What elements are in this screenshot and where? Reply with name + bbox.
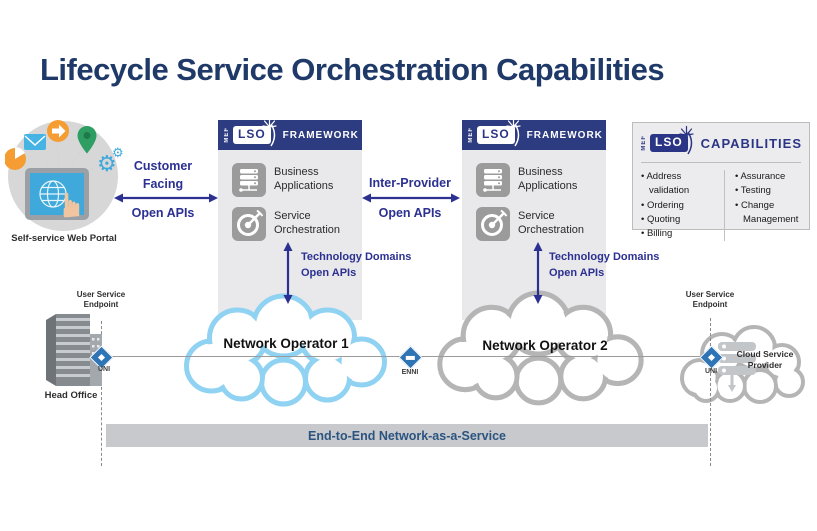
starburst-icon [679,126,694,137]
enni-diamond-bar [406,355,415,360]
lso-logo-text: LSO [655,135,683,150]
endpoint-dashed-line-right [710,318,711,466]
uni-diamond-hole [97,353,106,362]
business-applications-item: Business Applications [462,158,606,202]
service-orchestration-label: Service Orchestration [274,210,341,236]
head-office-label: Head Office [44,390,98,401]
server-stack-icon [232,163,266,197]
user-service-endpoint-left: User Service Endpoint [76,290,126,309]
tech-domains-label: Technology Domains [549,251,660,263]
capabilities-title: CAPABILITIES [700,135,802,151]
gear-icon: ⚙ ⚙ [97,145,124,176]
inter-provider-apis-label: Open APIs [378,206,442,220]
mef-logo-text: MEF [468,127,474,143]
capabilities-header: MEF LSO CAPABILITIES [633,123,809,160]
tablet-globe-icon [25,168,89,220]
starburst-icon [506,118,521,129]
open-apis-label: Open APIs [549,266,605,279]
target-icon [476,207,510,241]
tech-domains-label: Technology Domains [301,251,412,263]
enni-label: ENNI [401,369,419,376]
mef-logo-text: MEF [641,135,647,151]
capability-item: Ordering [641,199,714,213]
logo-swoosh [514,123,519,147]
service-orchestration-label: Service Orchestration [518,210,585,236]
mef-logo-text: MEF [224,127,230,143]
lso-logo: LSO [477,118,521,144]
service-orchestration-item: Service Orchestration [218,202,362,246]
network-operator-2-cloud [437,290,644,406]
cloud-service-provider-cloud [680,325,805,404]
end-to-end-naas-bar: End-to-End Network-as-a-Service [106,424,708,447]
capabilities-list-left: Address validation Ordering Quoting Bill… [641,170,714,241]
uni-diamond-hole [707,353,716,362]
capability-item: Assurance [735,170,803,184]
page-title: Lifecycle Service Orchestration Capabili… [40,52,665,87]
provider-server-stack-icon [718,342,756,392]
lso-capabilities-box: MEF LSO CAPABILITIES Address validation [632,122,810,242]
capabilities-columns: Address validation Ordering Quoting Bill… [633,167,809,242]
framework-body: Business Applications Service Orchestrat… [462,150,606,320]
pie-chart-icon [5,147,26,170]
starburst-icon [262,118,277,129]
capability-item: Change Management [735,199,803,228]
customer-facing-label: Customer Facing [133,159,193,192]
end-to-end-naas-label: End-to-End Network-as-a-Service [308,428,506,443]
business-applications-label: Business Applications [518,166,578,192]
capabilities-list-right: Assurance Testing Change Management [724,170,803,242]
customer-facing-apis-label: Open APIs [131,206,195,220]
endpoint-dashed-line-left [101,321,102,466]
framework-body: Business Applications Service Orchestrat… [218,150,362,320]
lso-logo: LSO [233,118,277,144]
uni-label-left: UNI [97,366,111,373]
tech-domains-arrow-left [283,242,293,304]
inter-provider-arrow [362,193,460,203]
location-pin-icon [77,126,97,154]
tech-domains-left-labels: Technology Domains Open APIs [301,250,411,282]
server-stack-icon [476,163,510,197]
inter-provider-label: Inter-Provider [369,176,451,190]
capabilities-divider [641,162,801,163]
logo-swoosh [270,123,275,147]
network-operator-1-label: Network Operator 1 [223,336,349,351]
business-applications-item: Business Applications [218,158,362,202]
network-operator-1-cloud [184,293,387,407]
target-icon [232,207,266,241]
tech-domains-right-labels: Technology Domains Open APIs [549,250,659,282]
open-apis-label: Open APIs [301,266,357,279]
uni-label-right: UNI [704,368,718,375]
circle-arrow-icon [47,120,69,142]
lso-framework-box-1: MEF LSO FRAMEWORK [218,118,362,320]
portal-label: Self-service Web Portal [11,233,117,244]
framework-title: FRAMEWORK [282,129,359,141]
lso-logo: LSO [650,126,694,152]
head-office-building-icon [46,314,102,386]
customer-facing-arrow [114,193,218,203]
svg-text:⚙: ⚙ [112,145,124,160]
lso-framework-header: MEF LSO FRAMEWORK [462,118,606,150]
user-service-endpoint-right: User Service Endpoint [685,290,735,309]
svg-text:⚙: ⚙ [97,151,117,176]
self-service-portal-graphic: ⚙ ⚙ [5,120,124,231]
lso-framework-box-2: MEF LSO FRAMEWORK [462,118,606,320]
lso-framework-header: MEF LSO FRAMEWORK [218,118,362,150]
capability-item: Address validation [641,170,714,199]
service-orchestration-item: Service Orchestration [462,202,606,246]
lso-logo-text: LSO [482,127,510,142]
business-applications-label: Business Applications [274,166,334,192]
capability-item: Testing [735,184,803,198]
capability-item: Quoting [641,213,714,227]
lso-logo-text: LSO [238,127,266,142]
capability-item: Billing [641,227,714,241]
envelope-icon [24,134,46,150]
framework-title: FRAMEWORK [526,129,603,141]
logo-swoosh [687,131,692,155]
cloud-service-provider-label: Cloud Service Provider [736,349,794,371]
hand-pointer-icon: ☛ [53,189,92,221]
tech-domains-arrow-right [533,242,543,304]
network-operator-2-label: Network Operator 2 [482,338,608,353]
